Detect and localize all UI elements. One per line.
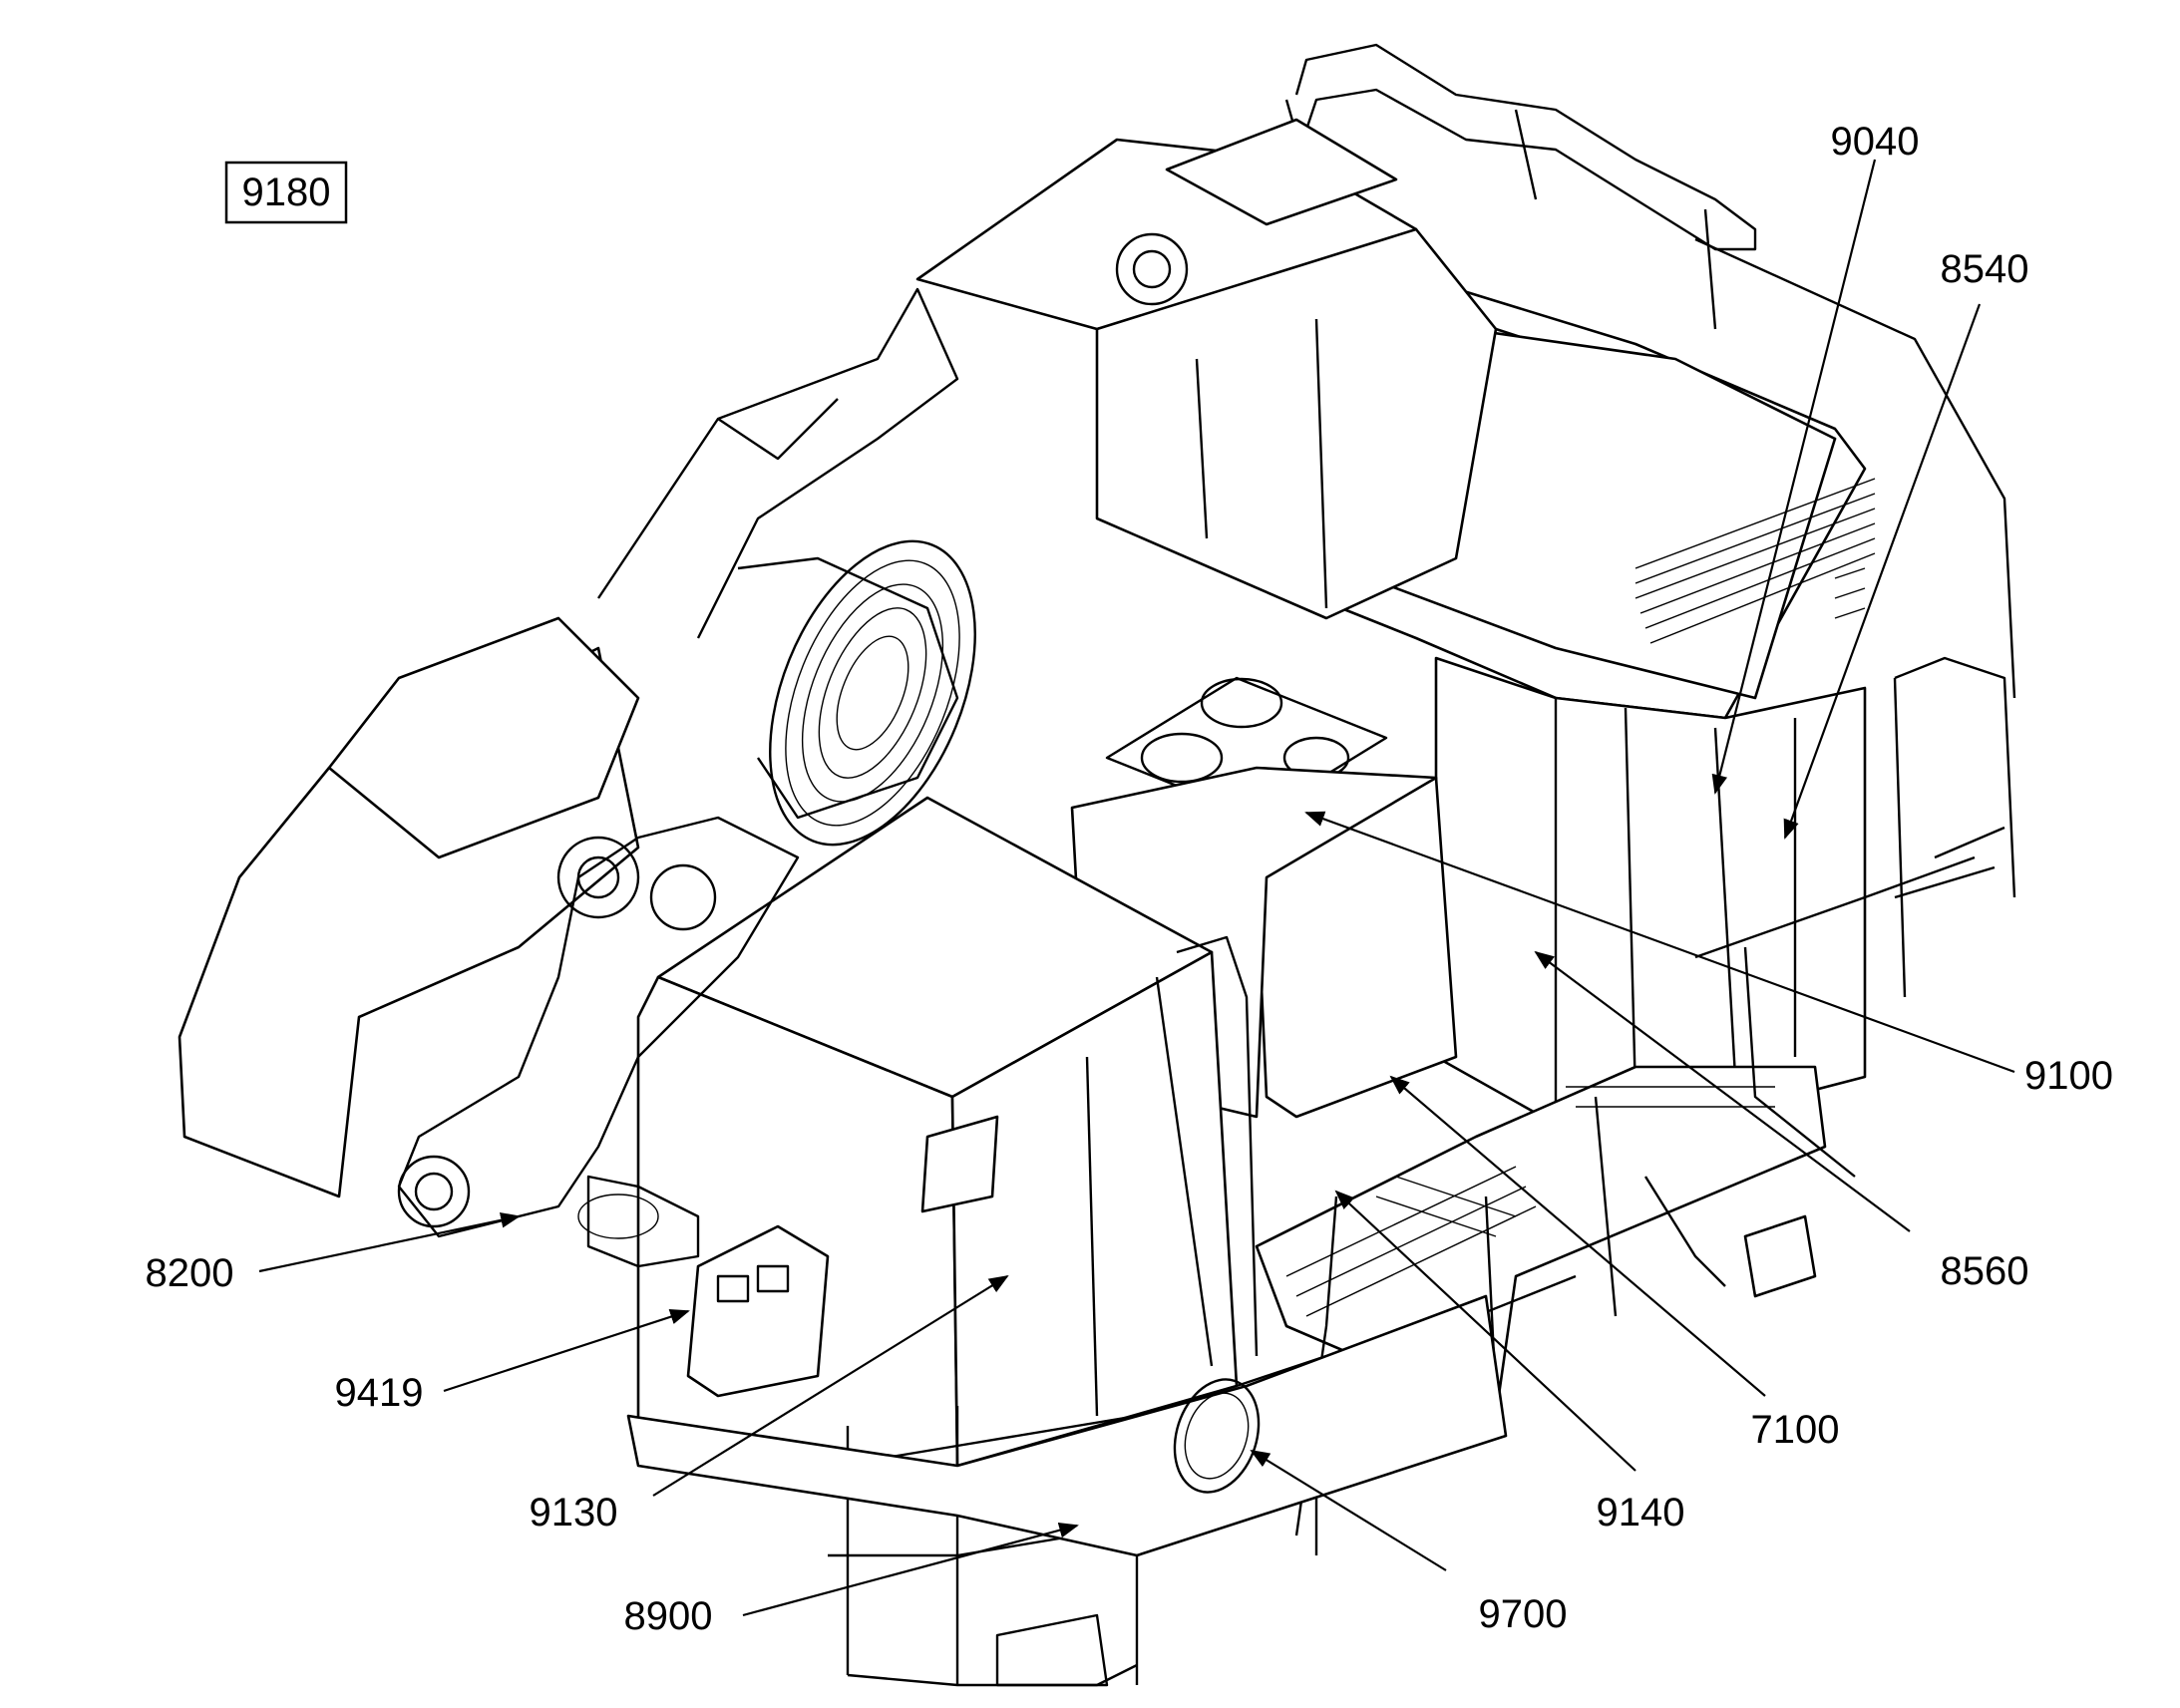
- callout-9130: 9130: [530, 1491, 618, 1535]
- boom-pivot-upper: [556, 836, 640, 919]
- leader-8540: [1783, 303, 1982, 840]
- callout-8200: 8200: [146, 1251, 234, 1295]
- boom-pivot-lower: [397, 1155, 471, 1228]
- callout-9140: 9140: [1597, 1491, 1685, 1535]
- slew-ring: [586, 1175, 700, 1268]
- leader-7100: [1389, 1075, 1766, 1397]
- leader-8560: [1534, 950, 1911, 1232]
- leader-9100: [1304, 811, 2015, 1074]
- callout-leaders: [258, 159, 2015, 1617]
- callout-8540: 8540: [1941, 247, 2029, 291]
- cooling-fan: [769, 539, 976, 847]
- leader-9040: [1711, 159, 1877, 795]
- base-frame: [626, 1294, 1508, 1557]
- leader-8200: [258, 1211, 521, 1273]
- callout-7100: 7100: [1751, 1408, 1840, 1452]
- callout-8560: 8560: [1941, 1249, 2029, 1293]
- middle-tank-block: [1095, 227, 1498, 620]
- right-side-body: [1434, 656, 1867, 1149]
- top-rear-rail: [1294, 43, 1757, 251]
- callout-labels: 9040 8540 9100 8560 7100 9140 9700 8900 …: [146, 120, 2113, 1638]
- control-box: [686, 1224, 830, 1398]
- top-cover-plate: [1165, 118, 1398, 226]
- figure-ref-label: 9180: [242, 171, 331, 214]
- boom-frame: [397, 816, 800, 1238]
- leader-8900: [742, 1522, 1079, 1617]
- round-access-cover: [1173, 1378, 1261, 1494]
- machine-drawing: [178, 43, 2016, 1687]
- callout-9700: 9700: [1479, 1592, 1568, 1636]
- hood-grille: [1635, 478, 1876, 644]
- leader-9700: [1250, 1449, 1447, 1571]
- top-round-cap: [1115, 232, 1189, 306]
- leader-9419: [443, 1309, 690, 1393]
- figure-ref-box: 9180: [224, 161, 348, 224]
- leader-9130: [652, 1274, 1009, 1497]
- callout-9040: 9040: [1831, 120, 1920, 164]
- callout-9100: 9100: [2024, 1054, 2113, 1098]
- front-railing: [846, 1376, 1318, 1685]
- callout-9419: 9419: [335, 1371, 424, 1415]
- rear-railing: [1743, 656, 2016, 1178]
- left-upper-housing: [327, 616, 640, 859]
- leader-9140: [1334, 1190, 1636, 1472]
- callout-8900: 8900: [624, 1594, 713, 1638]
